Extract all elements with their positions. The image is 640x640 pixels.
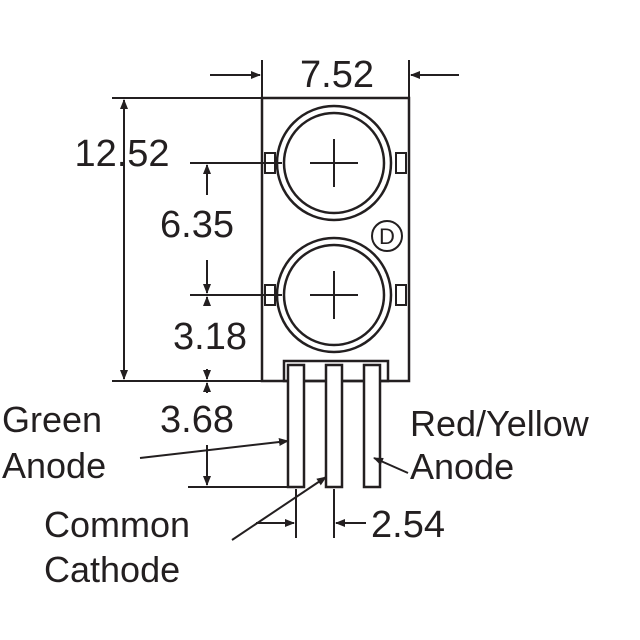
dim-height: 12.52 [74,97,262,382]
red-yellow-anode-line2: Anode [410,446,514,487]
red-yellow-anode-line1: Red/Yellow [410,403,590,444]
dim-width: 7.52 [210,54,459,98]
dim-led-pitch-label: 6.35 [160,204,234,246]
dim-pin-pitch-label: 2.54 [371,504,445,546]
label-red-yellow-anode: Red/Yellow Anode [373,403,590,487]
green-anode-line2: Anode [2,445,106,486]
dim-pin-length-label: 3.68 [160,399,234,441]
dim-pin-pitch: 2.54 [256,489,445,546]
pin-red-yellow-anode [362,363,382,489]
dim-led-pitch: 6.35 [160,162,282,296]
lower-led [264,236,407,354]
pin-green-anode [286,363,306,489]
polarity-mark: D [371,220,403,252]
dim-height-label: 12.52 [74,133,169,175]
upper-led [264,104,407,222]
label-common-cathode: Common Cathode [44,476,327,590]
pin-common-cathode [324,363,344,489]
polarity-mark-label: D [379,224,395,249]
common-cathode-line1: Common [44,504,190,545]
dim-pin-length: 3.68 [160,382,290,488]
dim-led-to-base-label: 3.18 [173,316,247,358]
label-green-anode: Green Anode [2,399,289,486]
green-anode-line1: Green [2,399,102,440]
dim-width-label: 7.52 [300,54,374,96]
dim-led-to-base: 3.18 [173,296,247,380]
common-cathode-line2: Cathode [44,549,180,590]
